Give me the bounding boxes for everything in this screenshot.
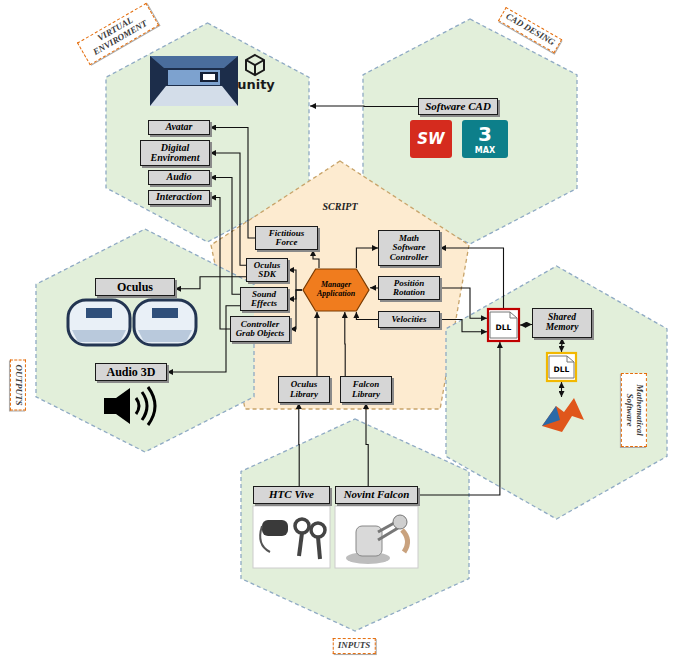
process-box: Audio 3D bbox=[95, 363, 167, 381]
dll-text: DLL bbox=[496, 324, 512, 332]
process-box: Novint Falcon bbox=[335, 486, 418, 504]
process-box: Oculus bbox=[95, 278, 175, 296]
logo-text: 3 bbox=[478, 124, 492, 144]
box-text: Interaction bbox=[156, 192, 202, 203]
box-text: Fictitious Force bbox=[259, 229, 314, 248]
process-box: Math Software Controller bbox=[378, 230, 440, 266]
box-text: Sound Effects bbox=[244, 290, 284, 309]
box-text: Audio bbox=[166, 172, 191, 183]
region-label: VIRTUAL ENVIROMENT bbox=[77, 3, 159, 65]
logo-text: MAX bbox=[475, 147, 495, 155]
box-text: Oculus SDK bbox=[250, 261, 284, 280]
region-label: CAD DESING bbox=[498, 7, 562, 53]
process-box: Positión Rotation bbox=[378, 276, 440, 300]
process-box: Shared Memory bbox=[532, 308, 592, 338]
region-hexagon: Mathematical Software DLL Shared MemoryDLL bbox=[445, 265, 668, 520]
hexagon-outline bbox=[35, 228, 255, 453]
process-box: Interaction bbox=[148, 190, 210, 205]
process-box: Oculus SDK bbox=[246, 258, 288, 282]
dll-file-icon: DLL bbox=[546, 352, 577, 382]
box-text: Oculus bbox=[117, 281, 153, 294]
region-hexagon: CAD DESINGSoftware CAD bbox=[362, 18, 578, 245]
region-label: OUTPUTS bbox=[10, 360, 26, 411]
region-hexagon: INPUTSHTC ViveNovint Falcon bbox=[240, 418, 470, 632]
box-text: Oculus Library bbox=[282, 380, 326, 399]
solidworks-icon bbox=[410, 120, 452, 158]
region-label: INPUTS bbox=[333, 638, 376, 654]
process-box: Software CAD bbox=[418, 98, 498, 115]
process-box: HTC Vive bbox=[253, 486, 330, 504]
hexagon-outline bbox=[240, 418, 470, 632]
box-text: Shared Memory bbox=[536, 313, 588, 333]
logo-text: SW bbox=[417, 132, 444, 147]
box-text: Math Software Controller bbox=[382, 234, 436, 262]
connector-arrow bbox=[316, 312, 317, 376]
box-text: Velocities bbox=[392, 315, 427, 324]
vr-screenshot bbox=[150, 56, 238, 106]
box-text: Falcon Library bbox=[344, 380, 388, 399]
process-box: Controller Grab Objects bbox=[230, 316, 290, 342]
region-label: Mathematical Software bbox=[621, 373, 647, 447]
process-box: Avatar bbox=[148, 120, 210, 135]
3dsmax-icon bbox=[462, 120, 508, 158]
process-box: Audio bbox=[148, 170, 210, 185]
process-box: Fictitious Force bbox=[255, 226, 318, 250]
process-box: Digital Enviroment bbox=[140, 140, 210, 166]
novint-falcon-picture bbox=[335, 506, 418, 568]
region-hexagon: OUTPUTSOculusAudio 3D bbox=[35, 228, 255, 453]
box-text: HTC Vive bbox=[269, 489, 314, 501]
dll-file-icon: DLL bbox=[487, 308, 520, 342]
box-text: Avatar bbox=[165, 122, 192, 133]
box-text: Audio 3D bbox=[106, 366, 155, 379]
box-text: Software CAD bbox=[425, 101, 491, 113]
region-hexagon: VIRTUAL ENVIROMENTAvatarDigital Envirome… bbox=[105, 22, 310, 243]
process-box: Velocities bbox=[378, 311, 440, 328]
dll-text: DLL bbox=[554, 366, 570, 374]
process-box: Oculus Library bbox=[278, 376, 330, 403]
box-text: Controller Grab Objects bbox=[234, 320, 286, 339]
manager-text: Manager Application bbox=[310, 281, 362, 299]
matlab-link bbox=[561, 382, 562, 397]
script-pentagon: SCRIPT Fictitious ForceOculus SDK Sound Ef… bbox=[210, 160, 470, 410]
process-box: Sound Effects bbox=[240, 287, 288, 311]
logo-text: unity bbox=[237, 78, 275, 91]
manager-hexagon: Manager Application bbox=[302, 268, 370, 312]
hexagon-outline bbox=[362, 18, 578, 245]
box-text: Positión Rotation bbox=[382, 279, 436, 298]
htc-vive-picture bbox=[253, 506, 330, 568]
process-box: Falcon Library bbox=[340, 376, 392, 403]
region-title: SCRIPT bbox=[322, 201, 357, 212]
box-text: Digital Enviroment bbox=[144, 143, 206, 164]
box-text: Novint Falcon bbox=[344, 489, 410, 501]
